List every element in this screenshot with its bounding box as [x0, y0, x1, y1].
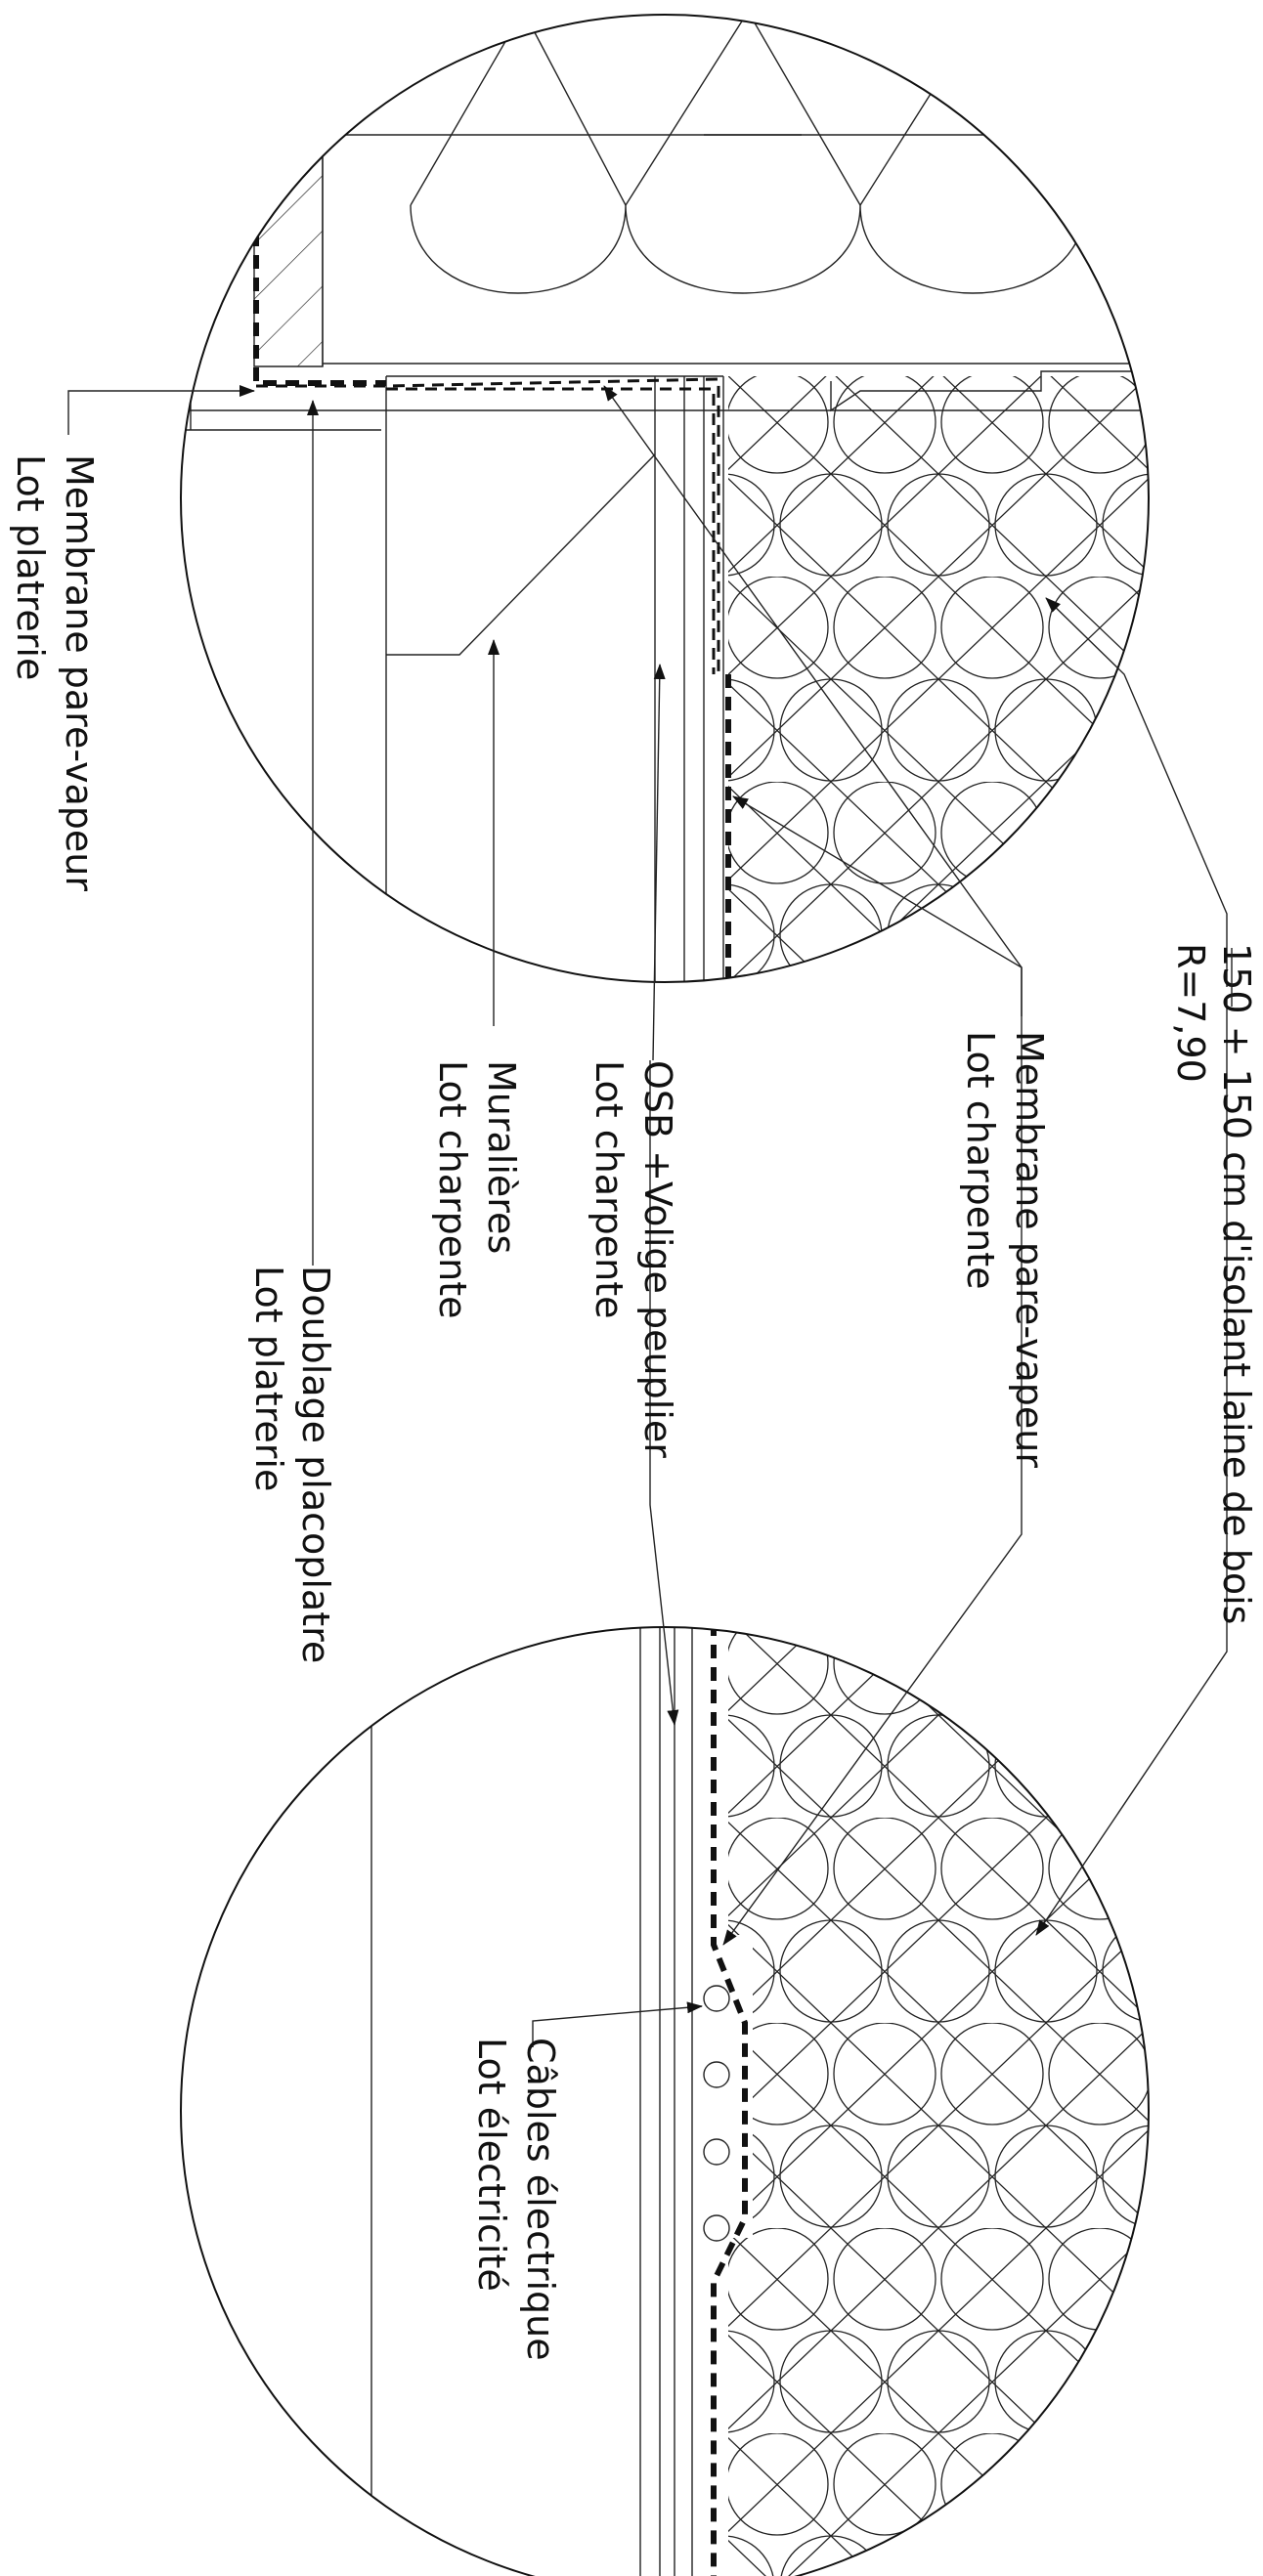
membrane-charpente-label-line2: Lot charpente: [959, 1031, 1002, 1289]
doublage-label-line2: Lot platrerie: [247, 1266, 290, 1491]
osb-label-line2: Lot charpente: [588, 1060, 631, 1318]
vapour-barrier-charpente: [256, 377, 720, 674]
leader-lines: [67, 385, 1228, 2047]
muralieres-label-line1: Muralières: [480, 1060, 523, 1254]
cables-label-line2: Lot électricité: [470, 2038, 513, 2292]
isolant-label-line2: R=7,90: [1169, 943, 1212, 1083]
muralieres-label-line2: Lot charpente: [431, 1060, 474, 1318]
osb-label-line1: OSB +Volige peuplier: [636, 1060, 679, 1458]
top-detail-view: [180, 14, 1150, 983]
doublage-label-line1: Doublage placoplatre: [294, 1266, 337, 1663]
electric-cables: [703, 1985, 730, 2242]
wall-layers-bottom: [370, 1627, 693, 2576]
hatched-beam-section: [253, 136, 324, 367]
vapour-barrier-platrerie: [253, 210, 386, 386]
isolant-label-line1: 150 + 150 cm d'isolant laine de bois: [1215, 943, 1258, 1624]
wall-insulation-bottom: [728, 1627, 1149, 2576]
membrane-platrerie-label-line1: Membrane pare-vapeur: [58, 454, 101, 891]
labels: 150 + 150 cm d'isolant laine de bois R=7…: [9, 454, 1258, 2361]
membrane-charpente-label-line1: Membrane pare-vapeur: [1008, 1031, 1051, 1468]
bottom-detail-view: [180, 1626, 1150, 2576]
membrane-platrerie-label-line2: Lot platrerie: [9, 454, 52, 680]
vapour-barrier-bottom: [711, 1627, 748, 2576]
cables-label-line1: Câbles électrique: [519, 2038, 562, 2361]
